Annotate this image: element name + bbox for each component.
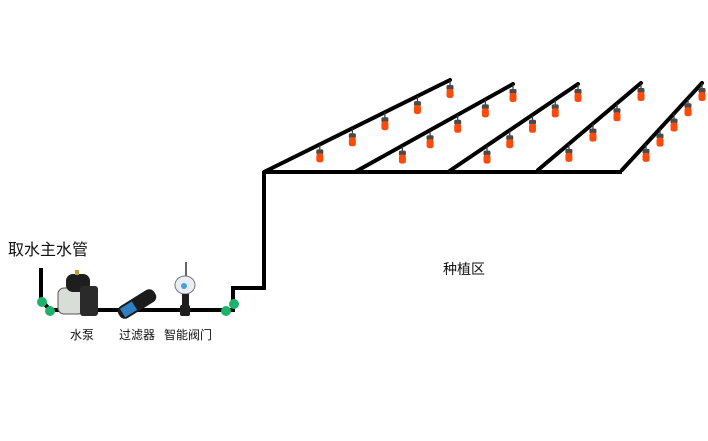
drip-emitter-icon — [398, 145, 406, 164]
drip-emitter-icon — [551, 99, 559, 118]
drip-emitter-icon — [426, 130, 434, 149]
drip-emitter-icon — [316, 144, 324, 163]
drip-emitter-icon — [613, 103, 621, 122]
drip-emitter-icon — [656, 128, 664, 147]
drip-line-2 — [353, 82, 515, 174]
water-source-label: 取水主水管 — [8, 240, 89, 259]
drip-emitter-icon — [637, 83, 645, 101]
pump-label: 水泵 — [70, 328, 95, 342]
drip-emitter-icon — [509, 84, 517, 102]
drip-emitter-icon — [446, 80, 454, 98]
main-pipe — [39, 170, 622, 312]
drip-emitter-icon — [454, 114, 462, 133]
fitting-elbow — [229, 299, 239, 309]
planting-zone-label: 种植区 — [443, 262, 485, 278]
drip-line-1 — [262, 78, 452, 174]
smart-valve-label: 智能阀门 — [164, 328, 213, 342]
fittings — [37, 297, 239, 316]
fitting-elbow — [45, 306, 55, 316]
filter-label: 过滤器 — [119, 328, 156, 342]
fitting-elbow — [221, 306, 231, 316]
drip-emitter-icon — [684, 98, 692, 117]
drip-emitter-icon — [483, 145, 491, 164]
drip-emitter-icon — [506, 130, 514, 149]
drip-emitter-icon — [642, 143, 650, 162]
drip-emitter-icon — [381, 112, 389, 131]
drip-emitter-icon — [574, 84, 582, 102]
drip-emitter-icon — [670, 113, 678, 132]
drip-emitter-icon — [565, 143, 573, 162]
fitting-elbow — [37, 297, 47, 307]
pump-icon — [57, 270, 98, 316]
drip-line-5 — [620, 81, 704, 172]
smart-valve-icon — [174, 262, 196, 316]
filter-icon — [117, 289, 157, 319]
drip-line-3 — [446, 82, 580, 174]
drip-line-4 — [536, 81, 643, 172]
drip-emitter-icon — [413, 96, 421, 115]
drip-emitter-icon — [348, 128, 356, 147]
drip-emitter-icon — [529, 114, 536, 133]
drip-emitter-icon — [481, 99, 489, 118]
drip-emitter-icon — [589, 123, 597, 142]
drip-emitter-icon — [698, 83, 706, 101]
